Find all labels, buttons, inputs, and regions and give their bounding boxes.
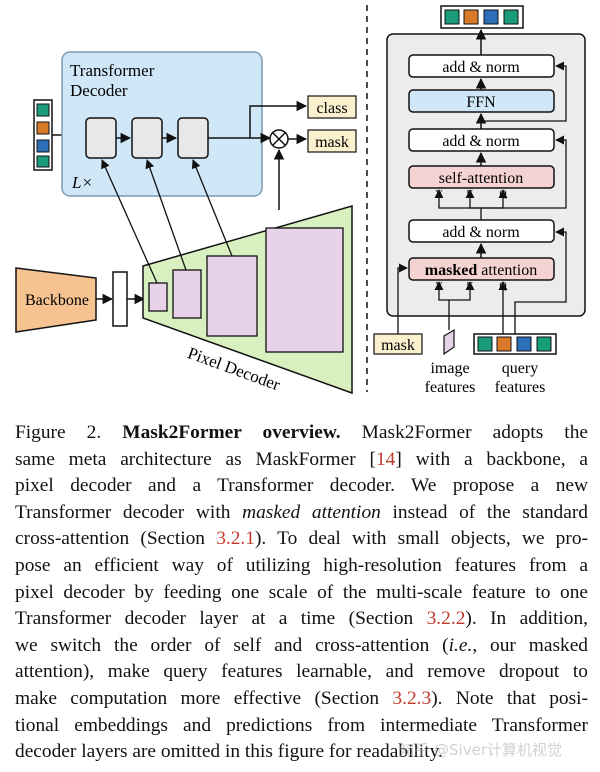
mask-output xyxy=(307,129,357,153)
feature-map-3 xyxy=(206,255,258,337)
caption-line: decoder layers are omitted in this figur… xyxy=(15,739,588,766)
decoder-layer-1 xyxy=(85,117,117,159)
output-query-tokens xyxy=(440,5,524,29)
caption-text: Mask2Former adopts the xyxy=(340,422,588,443)
caption-text: Figure 2. xyxy=(15,422,123,443)
caption-text: ] with a backbone, a xyxy=(395,448,588,470)
ffn-label: FFN xyxy=(466,94,496,111)
caption-text: pose an efficient way of utilizing high-… xyxy=(15,554,588,576)
caption-text: decoder layers are omitted in this figur… xyxy=(15,741,443,763)
caption-text: pixel decoder and a Transformer decoder.… xyxy=(15,475,588,497)
query-tokens-vertical xyxy=(33,99,53,171)
decoder-layer-2 xyxy=(131,117,163,159)
caption-text: ). In addition, xyxy=(465,608,588,630)
caption-line: same meta architecture as MaskFormer [14… xyxy=(15,447,588,474)
feature-map-2 xyxy=(172,269,202,319)
caption-text: cross-attention (Section xyxy=(15,528,217,550)
mask-label: mask xyxy=(315,134,349,151)
caption-text: Mask2Former overview. xyxy=(122,422,341,443)
transformer-decoder-title-1: Transformer xyxy=(70,61,155,80)
query-features-label-2: features xyxy=(495,379,546,396)
image-features-label-2: features xyxy=(425,379,476,396)
class-label: class xyxy=(316,100,347,117)
feature-map-1 xyxy=(148,282,168,312)
image-features-label-1: image xyxy=(430,360,469,377)
decoder-layer-3 xyxy=(177,117,209,159)
caption-text: ). Note that posi- xyxy=(431,687,588,709)
caption-text: Transformer decoder layer at a time (Sec… xyxy=(15,608,427,630)
backbone-feature xyxy=(112,271,128,327)
caption-text: same meta architecture as MaskFormer [ xyxy=(15,448,376,470)
caption-text: tional embeddings and predictions from i… xyxy=(15,714,588,736)
caption-line: Transformer decoder layer at a time (Sec… xyxy=(15,606,588,633)
caption-line: pose an efficient way of utilizing high-… xyxy=(15,553,588,580)
caption-text: , our masked xyxy=(472,634,588,656)
section-ref-link[interactable]: 3.2.3 xyxy=(392,687,432,709)
caption-text: attention), make query features learnabl… xyxy=(15,661,588,683)
feature-map-4 xyxy=(265,227,344,353)
caption-text: we switch the order of self and cross-at… xyxy=(15,634,449,656)
caption-line: attention), make query features learnabl… xyxy=(15,659,588,686)
add-norm-mid-label: add & norm xyxy=(442,133,520,150)
caption-line: Transformer decoder with masked attentio… xyxy=(15,500,588,527)
add-norm-low-label: add & norm xyxy=(442,224,520,241)
caption-text: pixel decoder by feeding one scale of th… xyxy=(15,581,588,603)
caption-text: make computation more effective (Section xyxy=(15,687,393,709)
section-ref-link[interactable]: 3.2.1 xyxy=(216,528,255,550)
class-output xyxy=(307,95,357,119)
caption-text: Transformer decoder with xyxy=(15,501,243,523)
caption-line: make computation more effective (Section… xyxy=(15,686,588,713)
figure-caption: Figure 2. Mask2Former overview. Mask2For… xyxy=(15,420,588,766)
add-norm-top-label: add & norm xyxy=(442,59,520,76)
caption-text: i.e. xyxy=(448,634,473,656)
caption-line: we switch the order of self and cross-at… xyxy=(15,633,588,660)
image-feature-icon xyxy=(443,328,455,356)
mask2former-figure: Transformer Decoder L× class mask Backbo… xyxy=(15,5,586,396)
transformer-decoder-title-2: Decoder xyxy=(70,81,128,100)
mask-input-label: mask xyxy=(381,337,415,354)
masked-attention-label: masked attention xyxy=(425,262,537,279)
caption-line: Figure 2. Mask2Former overview. Mask2For… xyxy=(15,420,588,447)
layers-label: L× xyxy=(71,173,93,192)
backbone-label: Backbone xyxy=(25,292,89,309)
caption-text: masked attention xyxy=(242,501,381,523)
caption-text: instead of the standard xyxy=(380,501,588,523)
caption-line: pixel decoder and a Transformer decoder.… xyxy=(15,473,588,500)
watermark: 知乎 @Siver计算机视觉 xyxy=(399,741,562,759)
caption-line: tional embeddings and predictions from i… xyxy=(15,713,588,740)
input-query-tokens xyxy=(473,333,557,355)
caption-line: cross-attention (Section 3.2.1). To deal… xyxy=(15,526,588,553)
caption-line: pixel decoder by feeding one scale of th… xyxy=(15,580,588,607)
backbone-block xyxy=(15,267,97,333)
section-ref-link[interactable]: 3.2.2 xyxy=(426,608,466,630)
self-attention-label: self-attention xyxy=(439,170,523,187)
section-ref-link[interactable]: 14 xyxy=(375,448,396,470)
query-features-label-1: query xyxy=(502,360,538,377)
caption-text: ). To deal with small objects, we pro- xyxy=(254,528,588,550)
